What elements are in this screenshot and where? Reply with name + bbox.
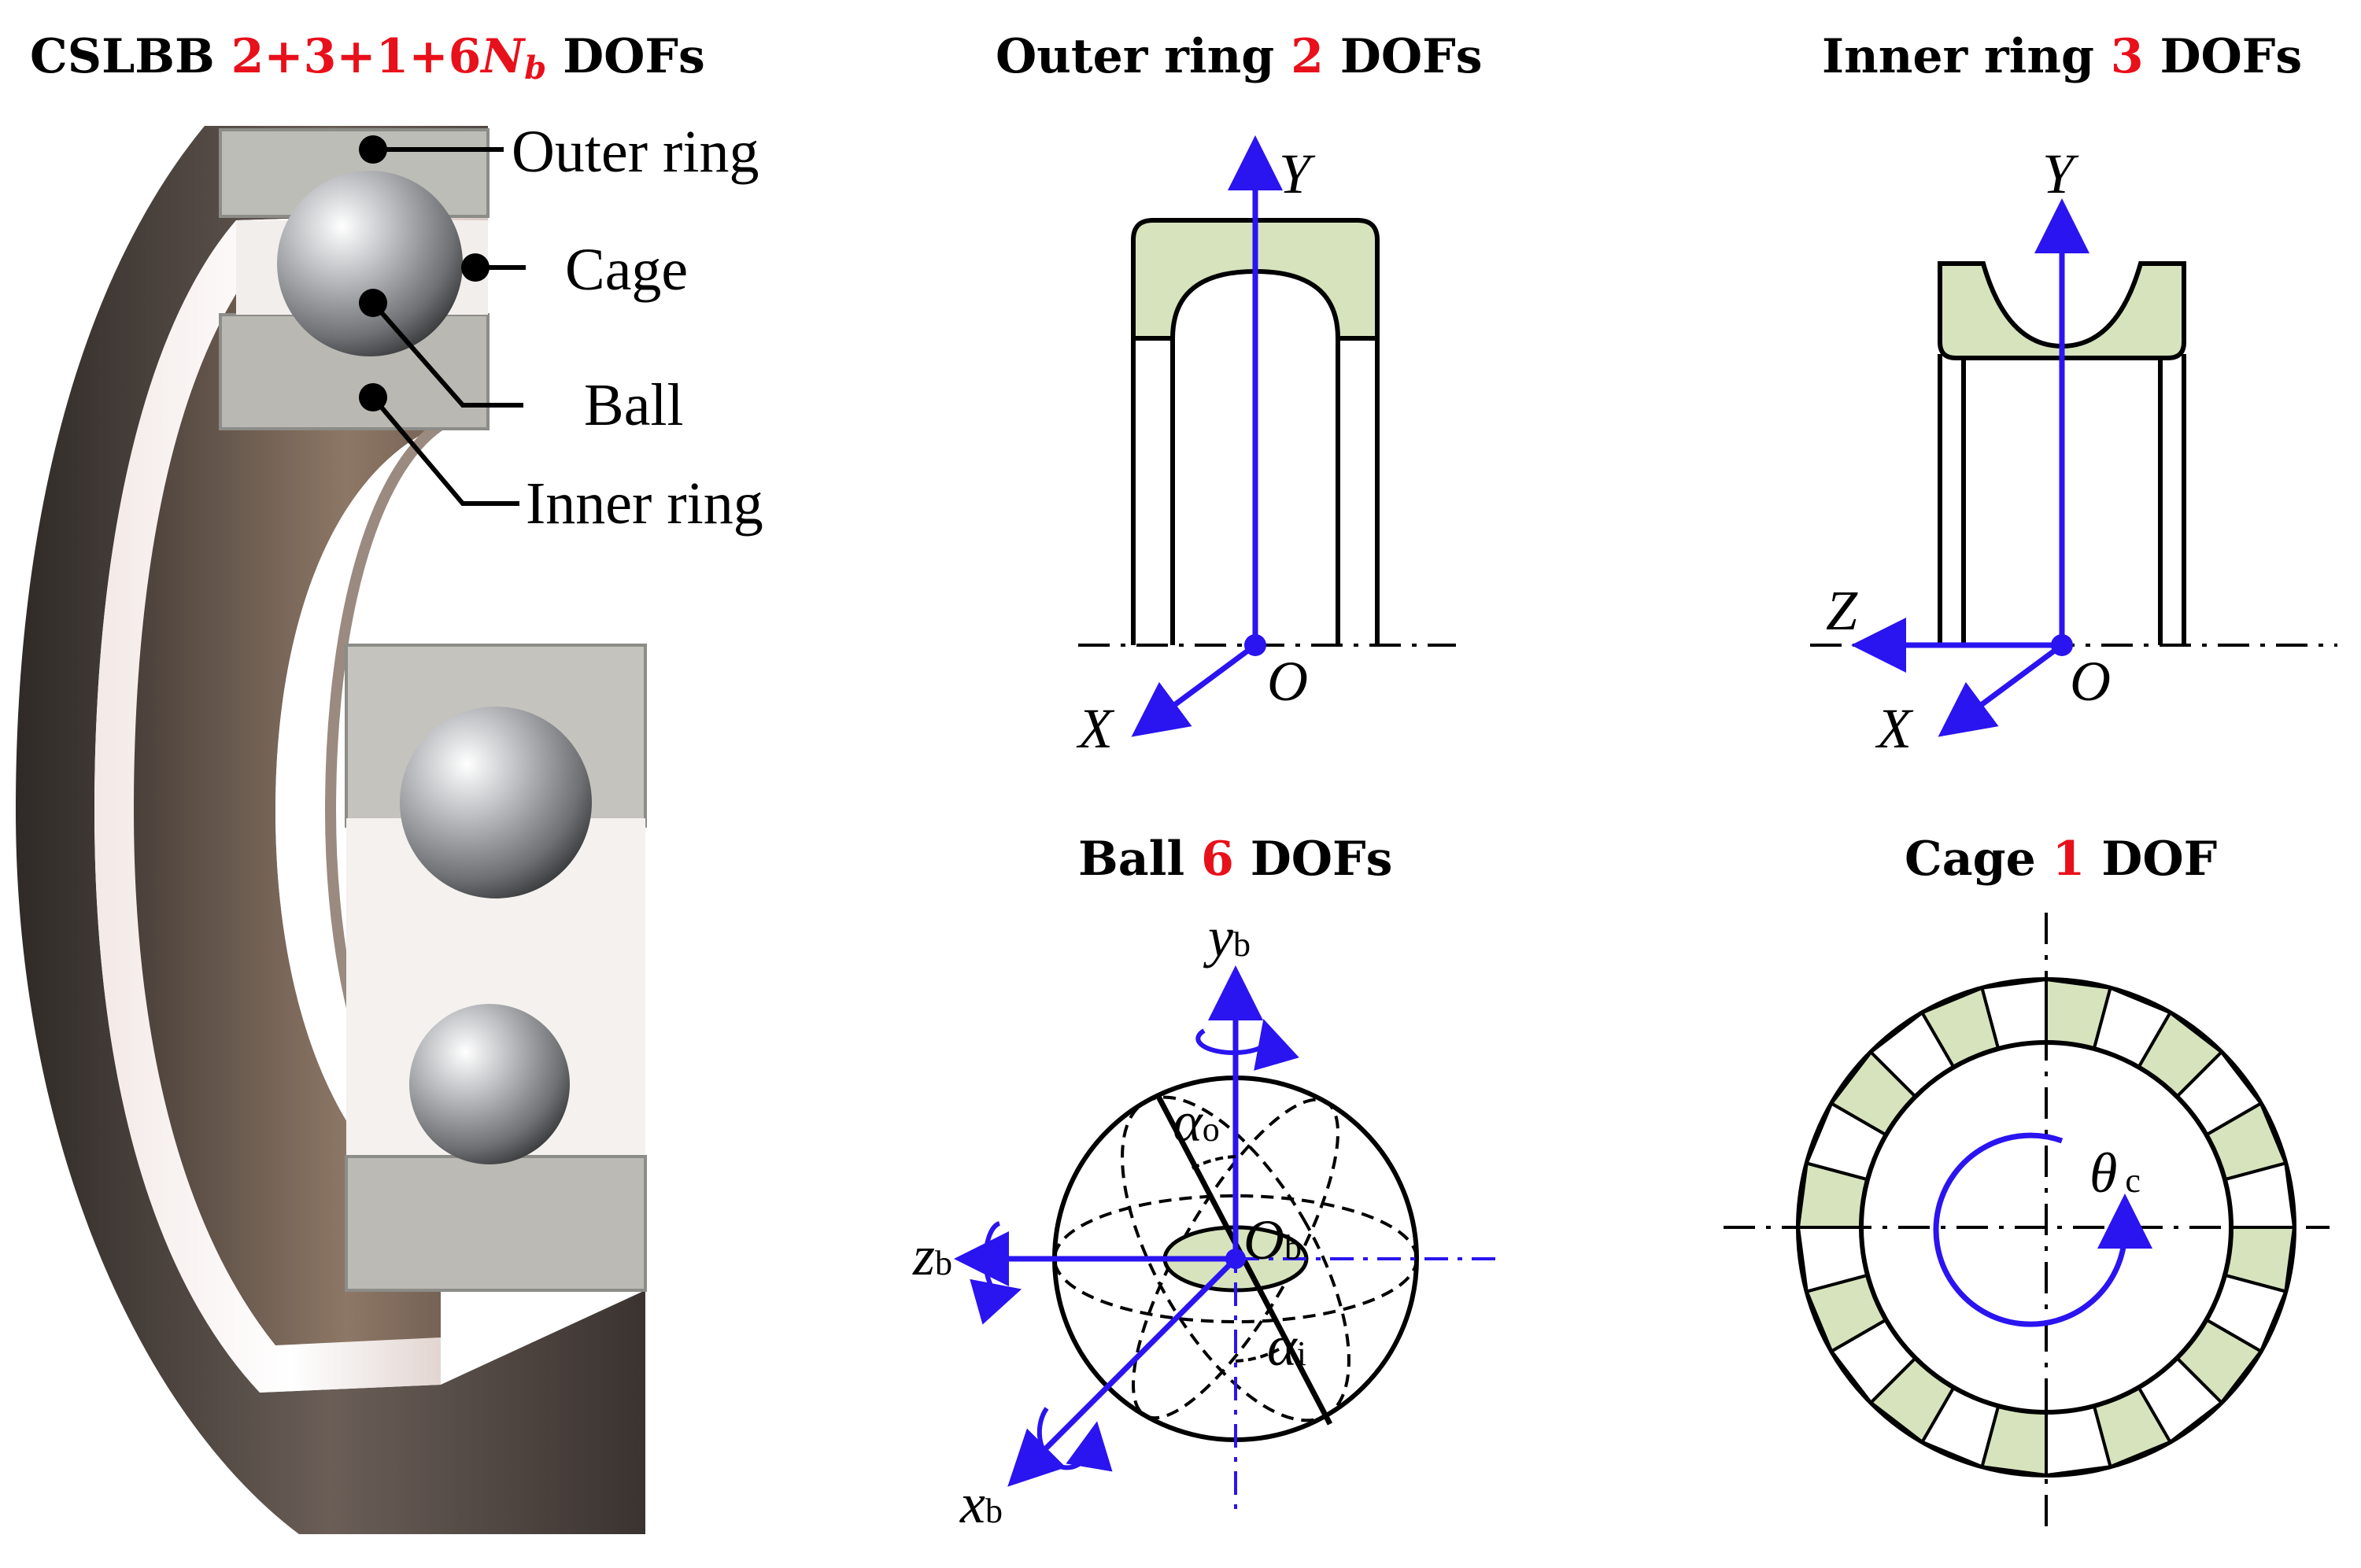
callout-cage: Cage <box>461 237 688 303</box>
outer-x-axis <box>1131 643 1258 737</box>
title-inner-ring: Inner ring 3 DOFs <box>1822 29 2302 84</box>
svg-text:Inner ring: Inner ring <box>526 470 763 537</box>
svg-text:Z: Z <box>1826 579 1858 642</box>
inner-ring-profile <box>1938 261 2186 360</box>
ball-x-axis <box>1007 1256 1238 1487</box>
ball-x-label: xb <box>959 1472 1003 1535</box>
ball-section: yb zb xb Ob αo αi <box>912 906 1495 1535</box>
svg-text:Y: Y <box>1279 142 1316 205</box>
outer-ring-profile <box>1131 218 1380 341</box>
outer-ring-section: Y X O <box>1076 135 1456 760</box>
inner-ring-section: Y Z X O <box>1810 142 2337 760</box>
svg-text:Outer ring: Outer ring <box>512 119 759 185</box>
svg-text:O: O <box>2070 650 2111 713</box>
inner-x-axis <box>1938 643 2064 737</box>
svg-text:X: X <box>1076 697 1115 760</box>
callout-outer-ring: Outer ring <box>359 119 759 185</box>
ball-mid <box>400 707 592 898</box>
title-cage: Cage 1 DOF <box>1905 832 2217 887</box>
inner-ring-shell <box>134 252 488 1345</box>
ball-o-label: Ob <box>1243 1208 1302 1271</box>
title-outer-ring: Outer ring 2 DOFs <box>996 29 1482 84</box>
svg-text:X: X <box>1875 697 1914 760</box>
bearing-illustration <box>16 126 647 1534</box>
ball-top <box>277 171 463 356</box>
title-ball: Ball 6 DOFs <box>1078 832 1392 887</box>
alpha-o-label: αo <box>1173 1090 1220 1153</box>
title-cslbb: CSLBB 2+3+1+6Nb DOFs <box>30 29 705 87</box>
svg-text:O: O <box>1267 650 1308 713</box>
ball-low <box>409 1004 570 1164</box>
callout-inner-ring: Inner ring <box>359 383 763 537</box>
svg-text:Y: Y <box>2042 142 2079 205</box>
svg-text:Cage: Cage <box>565 237 688 303</box>
svg-text:Ball: Ball <box>584 372 684 438</box>
ball-z-label: zb <box>912 1224 952 1287</box>
outer-ring-shell <box>16 126 645 1534</box>
callout-ball: Ball <box>359 289 684 438</box>
alpha-i-label: αi <box>1267 1315 1306 1378</box>
ball-y-label: yb <box>1203 906 1251 968</box>
